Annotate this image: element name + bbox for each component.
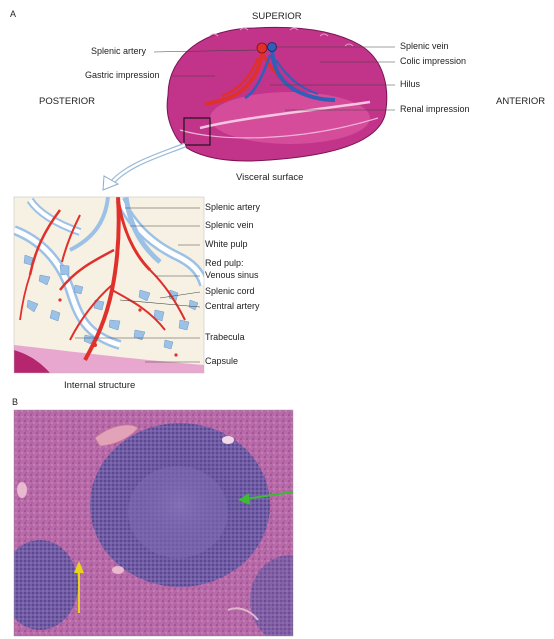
yellow-arrow xyxy=(74,561,84,613)
label-splenic-vein-internal: Splenic vein xyxy=(205,220,254,230)
label-capsule: Capsule xyxy=(205,356,239,366)
spleen-illustration xyxy=(13,26,395,374)
posterior-label: POSTERIOR xyxy=(39,96,95,107)
label-central-artery: Central artery xyxy=(205,301,260,311)
zoom-box xyxy=(183,117,211,146)
white-pulp-follicle-small xyxy=(14,540,78,630)
label-red-pulp: Red pulp: xyxy=(205,258,244,268)
label-splenic-artery-top: Splenic artery xyxy=(91,46,147,56)
panel-a-letter: A xyxy=(10,9,17,19)
label-white-pulp: White pulp xyxy=(205,239,248,249)
internal-structure-diagram xyxy=(13,196,205,374)
germinal-center xyxy=(128,466,228,558)
spleen-organ xyxy=(166,26,388,162)
label-trabecula: Trabecula xyxy=(205,332,245,342)
anterior-label: ANTERIOR xyxy=(496,96,546,107)
label-hilus: Hilus xyxy=(400,79,421,89)
label-venous-sinus: Venous sinus xyxy=(205,270,259,280)
label-splenic-vein-top: Splenic vein xyxy=(400,41,449,51)
panel-b-letter: B xyxy=(12,397,19,407)
green-arrow xyxy=(238,491,294,505)
caption-visceral-surface: Visceral surface xyxy=(236,172,304,183)
label-renal-impression: Renal impression xyxy=(400,104,470,114)
label-splenic-cord: Splenic cord xyxy=(205,286,255,296)
label-splenic-artery-internal: Splenic artery xyxy=(205,202,261,212)
caption-internal-structure: Internal structure xyxy=(64,380,136,391)
label-gastric-impression: Gastric impression xyxy=(85,70,160,80)
label-colic-impression: Colic impression xyxy=(400,56,467,66)
superior-label: SUPERIOR xyxy=(252,11,302,22)
